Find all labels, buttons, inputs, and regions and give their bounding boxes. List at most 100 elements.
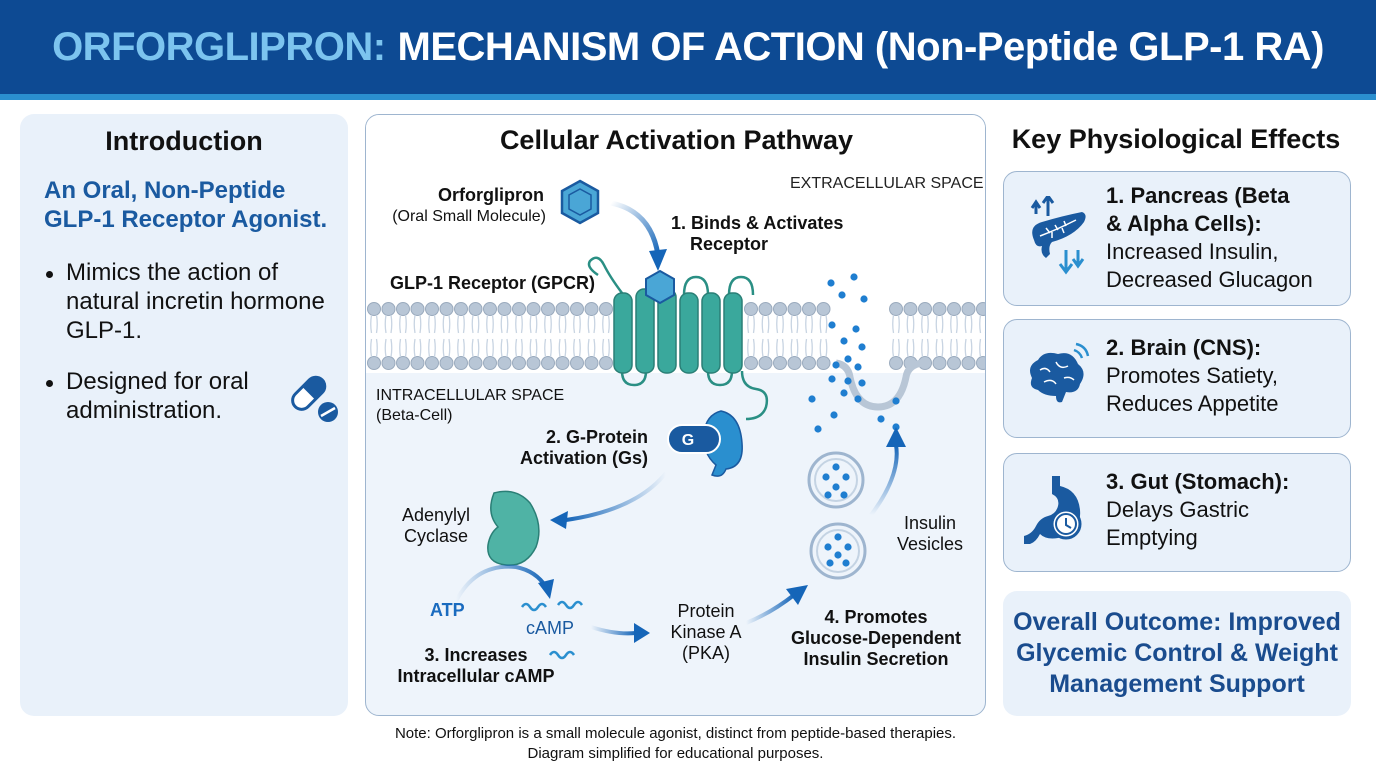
lipid-tail — [819, 338, 822, 358]
lipid-head — [787, 356, 802, 370]
lipid-tail — [747, 338, 750, 358]
adenylyl-cyclase-line1: Adenylyl — [401, 505, 471, 525]
lipid-tail — [578, 338, 581, 358]
g-protein-icon — [667, 410, 743, 477]
lipid-head — [555, 356, 570, 370]
camp-to-pka-arrow-head — [634, 623, 650, 643]
insulin-granule — [824, 543, 832, 551]
lipid-tail — [442, 338, 445, 358]
lipid-tail — [500, 314, 503, 334]
insulin-granule — [844, 377, 852, 385]
lipid-tail — [810, 314, 813, 334]
lipid-head — [468, 356, 483, 370]
lipid-tail — [433, 314, 436, 334]
lipid-tail — [448, 338, 451, 358]
lipid-tail — [500, 338, 503, 358]
bullet-item: Designed for oral administration. — [42, 367, 252, 425]
insulin-granule — [840, 491, 848, 499]
lipid-tail — [529, 314, 532, 334]
lipid-tail — [375, 314, 378, 334]
lipid-tail — [587, 338, 590, 358]
lipid-tail — [399, 314, 402, 334]
lipid-tail — [790, 338, 793, 358]
lipid-tail — [964, 314, 967, 334]
effect-title-line2: & Alpha Cells): — [1106, 211, 1262, 236]
insulin-granule — [892, 397, 900, 405]
lipid-tail — [955, 338, 958, 358]
lipid-head — [961, 356, 976, 370]
lipid-tail — [776, 338, 779, 358]
lipid-tail — [558, 338, 561, 358]
step4-label-line2: Glucose-Dependent — [790, 628, 962, 648]
orforglipron-molecule-icon — [560, 179, 600, 225]
lipid-tail — [921, 314, 924, 334]
secretion-arrow-head — [886, 427, 906, 447]
effect-desc-line1: Promotes Satiety, — [1106, 363, 1278, 388]
insulin-granule — [842, 473, 850, 481]
lipid-tail — [535, 314, 538, 334]
lipid-head — [744, 356, 758, 370]
intracellular-label: INTRACELLULAR SPACE — [376, 387, 565, 404]
lipid-tail — [805, 314, 808, 334]
lipid-head — [439, 356, 454, 370]
lipid-head — [773, 356, 787, 370]
lipid-tail — [761, 338, 764, 358]
lipid-tail — [897, 314, 900, 334]
lipid-tail — [433, 338, 436, 358]
insulin-granule — [814, 425, 822, 433]
lipid-tail — [573, 338, 576, 358]
insulin-granule — [827, 279, 835, 287]
vesicles-label-line1: Insulin — [903, 513, 957, 533]
lipid-tail — [964, 338, 967, 358]
lipid-tail — [390, 338, 393, 358]
lipid-head — [903, 302, 918, 316]
lipid-head — [599, 356, 613, 370]
lipid-tail — [935, 314, 938, 334]
intracellular-sub-label: (Beta-Cell) — [376, 407, 453, 424]
lipid-tail — [906, 338, 909, 358]
lipid-head — [454, 302, 468, 316]
lipid-tail — [549, 338, 552, 358]
lipid-tail — [457, 338, 460, 358]
header-bar — [0, 0, 1376, 94]
insulin-granule — [858, 379, 866, 387]
lipid-tail — [428, 338, 431, 358]
lipid-tail — [448, 314, 451, 334]
lipid-tail — [892, 338, 895, 358]
lipid-head — [410, 356, 425, 370]
lipid-tail — [790, 314, 793, 334]
lipid-tail — [384, 314, 387, 334]
insulin-granule — [828, 375, 836, 383]
insulin-granule — [808, 395, 816, 403]
pka-label-line3: (PKA) — [681, 643, 730, 663]
lipid-tail — [544, 314, 547, 334]
lipid-tail — [602, 314, 605, 334]
lipid-tail — [384, 338, 387, 358]
lipid-head — [497, 302, 512, 316]
lipid-tail — [984, 339, 985, 357]
step2-label-line2: Activation (Gs) — [519, 448, 648, 468]
lipid-tail — [752, 314, 755, 334]
insulin-granule — [822, 473, 830, 481]
lipid-head — [396, 302, 410, 316]
pill-capsule-icon — [291, 375, 338, 422]
effect-desc-line2: Emptying — [1106, 525, 1198, 550]
step4-label-line1: 4. Promotes — [824, 607, 928, 627]
introduction-subtitle: An Oral, Non-Peptide GLP-1 Receptor Agon… — [44, 177, 328, 233]
lipid-head — [367, 356, 381, 370]
lipid-tail — [941, 338, 944, 358]
lipid-tail — [573, 314, 576, 334]
effects-heading: Key Physiological Effects — [1011, 124, 1341, 154]
lipid-tail — [805, 338, 808, 358]
lipid-head — [758, 356, 773, 370]
adenylyl-cyclase-icon — [487, 490, 540, 566]
insulin-granule — [844, 543, 852, 551]
insulin-vesicle-icon — [809, 522, 867, 580]
bullet-item: Mimics the action of natural incretin ho… — [42, 258, 342, 345]
lipid-tail — [457, 314, 460, 334]
lipid-tail — [935, 338, 938, 358]
lipid-tail — [825, 338, 828, 358]
step2-label-line1: 2. G-Protein — [545, 427, 648, 447]
lipid-tail — [419, 338, 422, 358]
lipid-tail — [375, 338, 378, 358]
